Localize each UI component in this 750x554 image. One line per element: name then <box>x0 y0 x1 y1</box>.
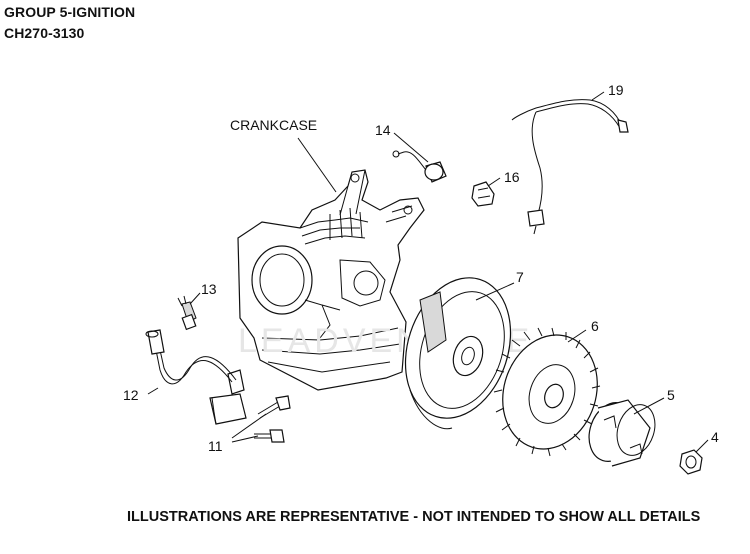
callout-13: 13 <box>201 281 217 297</box>
leader-lines <box>147 91 709 453</box>
callout-6: 6 <box>591 318 599 334</box>
callout-crankcase: CRANKCASE <box>230 117 317 133</box>
callout-12: 12 <box>123 387 139 403</box>
callout-4: 4 <box>711 429 719 445</box>
wire-harness-part <box>511 99 629 235</box>
cooling-fan-part <box>493 327 601 457</box>
callout-11: 11 <box>208 438 223 454</box>
callout-7: 7 <box>516 269 524 285</box>
starter-cup-part <box>588 399 656 467</box>
disclaimer-text: ILLUSTRATIONS ARE REPRESENTATIVE - NOT I… <box>127 509 701 525</box>
flywheel-nut-part <box>679 449 703 475</box>
spark-plug-part <box>177 295 197 331</box>
model-number: CH270-3130 <box>4 25 85 41</box>
callout-19: 19 <box>608 82 624 98</box>
stop-switch-part <box>392 150 447 183</box>
callout-5: 5 <box>667 387 675 403</box>
flywheel-part <box>404 277 512 430</box>
callout-14: 14 <box>375 122 391 138</box>
ignition-coil-part <box>145 329 247 425</box>
crankcase-part <box>237 169 425 391</box>
group-title: GROUP 5-IGNITION <box>4 4 136 20</box>
callout-16: 16 <box>504 169 520 185</box>
bracket-part <box>471 181 495 207</box>
